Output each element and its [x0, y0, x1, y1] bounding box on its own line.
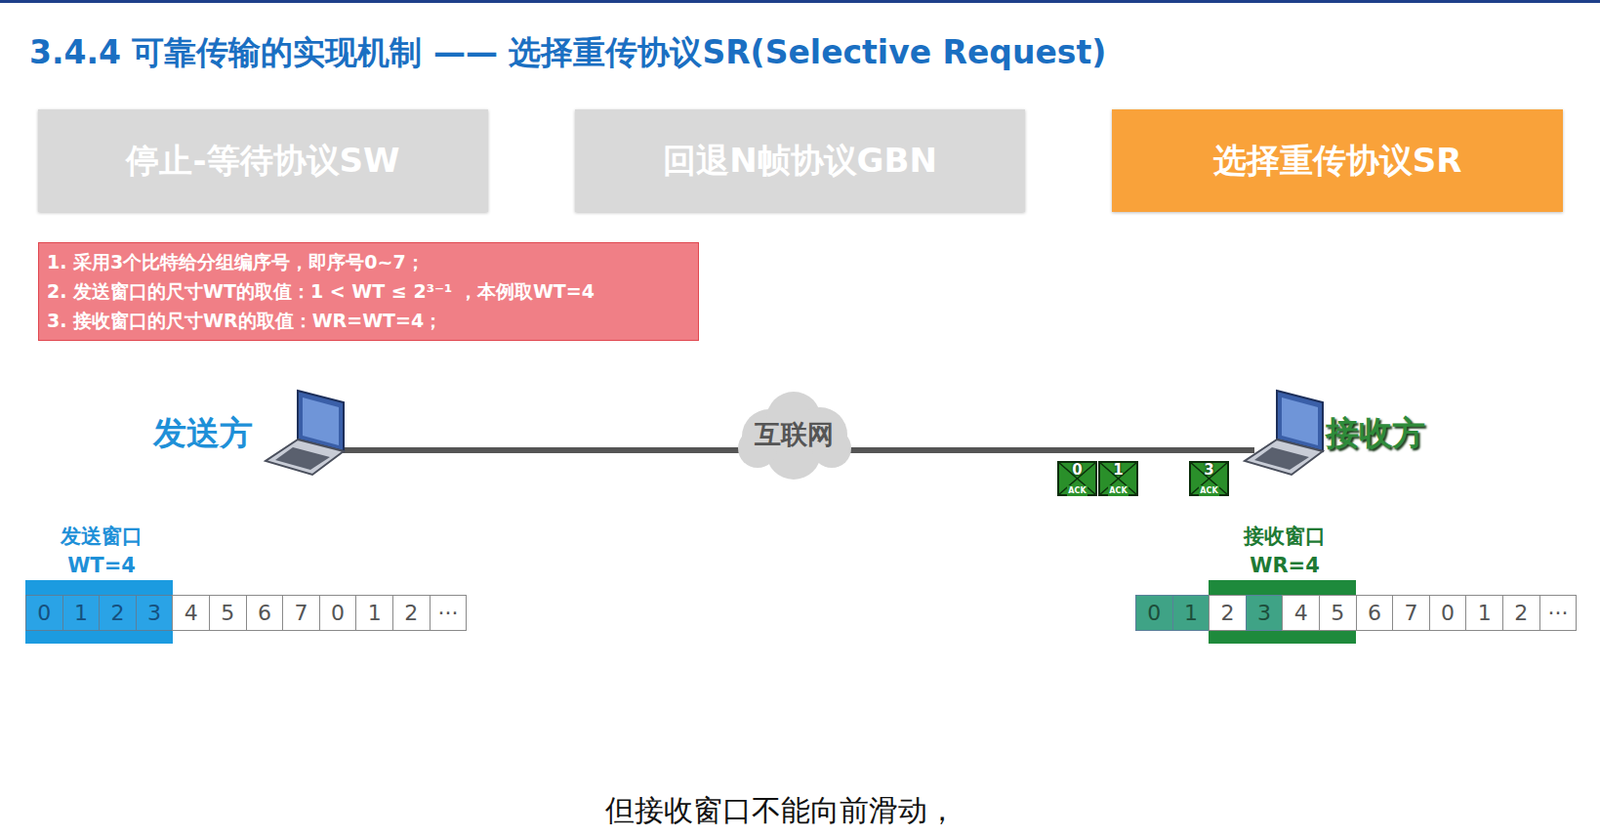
note-box: 1. 采用3个比特给分组编序号，即序号0~7；2. 发送窗口的尺寸WT的取值：1…: [38, 242, 699, 341]
sequence-cell: ···: [429, 594, 468, 631]
ack-packet: 3ACK: [1189, 460, 1230, 496]
window-label: 发送窗口: [60, 522, 143, 550]
subtitle-caption: 但接收窗口不能向前滑动，: [605, 790, 957, 831]
node-text: 互联网: [754, 416, 834, 452]
sequence-cell: 1: [62, 594, 101, 631]
sequence-cell: 7: [282, 594, 321, 631]
node-text: 停止-等待协议SW: [125, 138, 400, 184]
sequence-cell: 1: [1465, 594, 1504, 631]
sequence-cell: 4: [171, 594, 210, 631]
node-text: 1: [1098, 461, 1139, 479]
sequence-cell: 5: [1318, 594, 1357, 631]
sequence-cell: 1: [355, 594, 394, 631]
internet-cloud: 互联网: [730, 387, 858, 482]
sequence-cell: 3: [1245, 594, 1284, 631]
node-text: ACK: [1107, 485, 1128, 496]
node-text: 选择重传协议SR: [1213, 138, 1463, 184]
node-text: ACK: [1198, 485, 1219, 496]
sequence-cell: 0: [1429, 594, 1468, 631]
protocol-tab-active: 选择重传协议SR: [1111, 109, 1563, 212]
receiver-laptop: [1244, 390, 1323, 475]
protocol-tab: 回退N帧协议GBN: [574, 109, 1026, 212]
sequence-cell: 2: [1208, 594, 1247, 631]
sequence-cell: 6: [246, 594, 285, 631]
receive-window-band: [1208, 579, 1356, 644]
window-label: 接收窗口: [1243, 522, 1326, 550]
sequence-cell: 2: [98, 594, 137, 631]
window-size: WT=4: [67, 553, 136, 577]
node-text: 0: [1057, 461, 1098, 479]
sequence-cell: 0: [25, 594, 64, 631]
send-window-band: [25, 579, 173, 644]
node-text: 3. 接收窗口的尺寸WR的取值：WR=WT=4；: [46, 305, 691, 335]
sequence-cell: 5: [208, 594, 247, 631]
sender-laptop: [265, 390, 344, 475]
protocol-tab: 停止-等待协议SW: [38, 109, 489, 212]
party-label: 发送方: [153, 410, 253, 456]
party-label: 接收方: [1325, 410, 1426, 456]
sequence-cell: ···: [1539, 594, 1578, 631]
window-size: WR=4: [1249, 553, 1320, 577]
sequence-cell: 4: [1281, 594, 1320, 631]
sequence-cell: 7: [1392, 594, 1431, 631]
slide-title: 3.4.4 可靠传输的实现机制 —— 选择重传协议SR(Selective Re…: [29, 31, 1107, 76]
sequence-cell: 2: [392, 594, 431, 631]
node-text: 1. 采用3个比特给分组编序号，即序号0~7；: [46, 246, 691, 277]
sequence-cell: 0: [1135, 594, 1174, 631]
ack-packet: 1ACK: [1098, 460, 1139, 496]
sequence-cell: 2: [1502, 594, 1541, 631]
sequence-cell: 6: [1355, 594, 1395, 631]
sequence-cell: 1: [1172, 594, 1211, 631]
top-bar: [0, 0, 1600, 3]
node-text: ACK: [1066, 485, 1087, 496]
sequence-cell: 0: [319, 594, 358, 631]
node-text: 2. 发送窗口的尺寸WT的取值：1 < WT ≤ 2³⁻¹ ，本例取WT=4: [46, 276, 691, 306]
node-text: 回退N帧协议GBN: [662, 138, 938, 184]
node-text: 3: [1189, 461, 1230, 479]
ack-packet: 0ACK: [1057, 460, 1098, 496]
sequence-cell: 3: [135, 594, 174, 631]
